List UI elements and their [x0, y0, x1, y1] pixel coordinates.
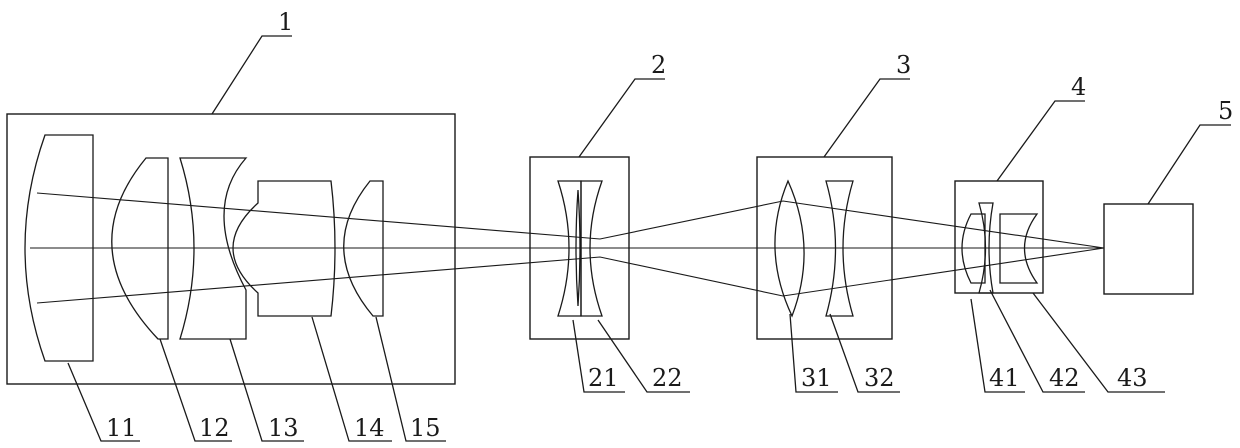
lens-group-4-housing [954, 180, 1044, 294]
label-element-42: 42 [1049, 364, 1080, 392]
lens-43 [999, 213, 1039, 284]
lens-12 [111, 157, 169, 340]
lens-22 [580, 180, 603, 317]
label-element-14: 14 [354, 414, 385, 442]
label-element-13: 13 [268, 414, 299, 442]
label-element-32: 32 [864, 364, 895, 392]
group-leader-lines [211, 35, 1231, 205]
lens-group-1 [6, 113, 456, 385]
lens-14 [232, 180, 336, 317]
lens-13 [179, 157, 248, 340]
lens-21-inner [575, 189, 581, 307]
element-leader-lines [67, 289, 1165, 442]
lens-32 [825, 180, 854, 317]
lens-15 [343, 180, 384, 317]
lens-group-1-housing [6, 113, 456, 385]
label-group-5: 5 [1218, 97, 1233, 125]
label-element-43: 43 [1117, 364, 1148, 392]
label-element-15: 15 [410, 414, 441, 442]
lens-31 [774, 179, 805, 318]
detector-5 [1103, 203, 1194, 295]
lens-11 [24, 134, 94, 362]
label-group-1: 1 [278, 8, 293, 36]
label-element-22: 22 [652, 364, 683, 392]
lens-21 [557, 180, 582, 317]
label-element-11: 11 [106, 414, 137, 442]
label-element-12: 12 [199, 414, 230, 442]
label-group-2: 2 [651, 51, 666, 79]
label-element-31: 31 [801, 364, 832, 392]
label-element-21: 21 [588, 364, 619, 392]
ray-traces [36, 192, 1105, 304]
lens-42 [978, 202, 994, 294]
detector-5-housing [1103, 203, 1194, 295]
label-element-41: 41 [989, 364, 1020, 392]
lens-41 [961, 213, 986, 284]
lens-group-4 [954, 180, 1044, 294]
label-group-3: 3 [896, 51, 911, 79]
label-group-4: 4 [1071, 73, 1086, 101]
